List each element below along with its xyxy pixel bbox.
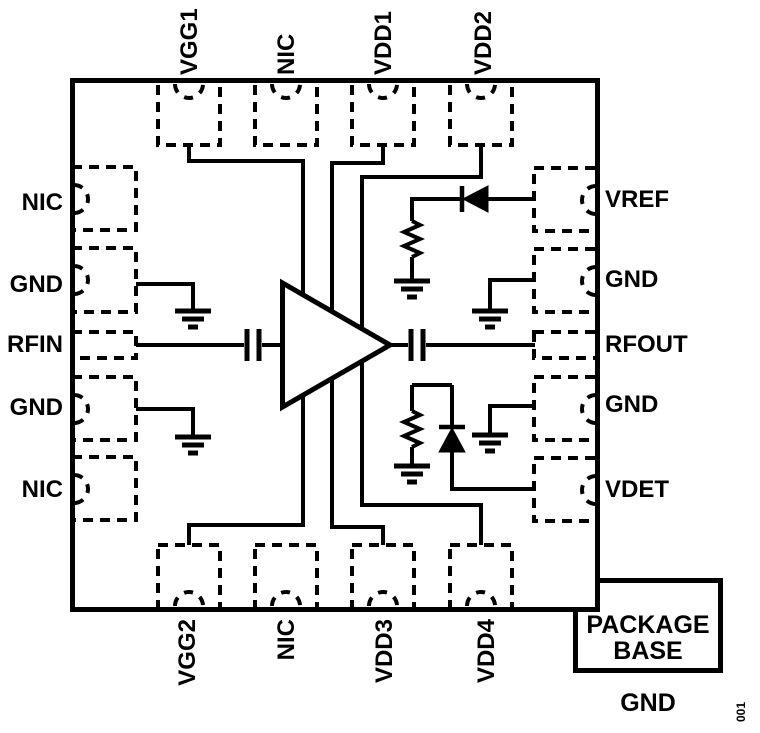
pin-label-vdd3: VDD3 [371,619,398,684]
package-base-gnd-label: GND [620,689,676,717]
pin-label-vdd1: VDD1 [370,10,397,75]
pin-label-nic-left-upper: NIC [21,189,63,216]
pad-left-nic-upper [70,165,138,232]
pad-top-vgg1 [156,79,222,147]
output-capacitor-icon [408,329,426,361]
input-capacitor-icon [244,329,262,361]
ground-icon [472,308,508,330]
pad-bottom-vdd3 [350,543,416,611]
resistor-icon [399,219,425,259]
ground-icon [394,278,430,300]
pad-top-nic [253,79,319,147]
package-base-label: PACKAGE BASE [575,612,721,664]
pad-top-vdd1 [350,79,416,147]
pad-bottom-vdd4 [448,543,514,611]
pin-label-vdd2: VDD2 [470,10,497,75]
pad-right-vdet [532,456,600,523]
pad-left-gnd-lower [70,375,138,442]
package-base-line1: PACKAGE [586,611,710,639]
pad-bottom-vgg2 [156,543,222,611]
pin-label-vref: VREF [605,186,670,213]
pin-label-rfin: RFIN [7,331,63,358]
pin-label-nic-top: NIC [273,33,300,75]
ground-icon [472,432,508,454]
pad-top-vdd2 [448,79,514,147]
bond-pads [70,79,600,611]
right-gnd-circuits [472,278,535,454]
rf-signal-path [136,329,535,361]
pad-right-gnd-lower [532,375,600,442]
left-gnd-circuits [136,282,211,456]
ground-icon [394,463,430,485]
pad-bottom-nic [253,543,319,611]
pin-label-gnd-left-lower: GND [9,394,63,421]
pin-label-gnd-right-upper: GND [605,266,659,293]
pin-label-rfout: RFOUT [605,331,688,358]
pin-label-nic-left-lower: NIC [21,476,63,503]
pin-label-vgg1: VGG1 [176,8,203,75]
amplifier-icon [280,278,396,412]
package-base-line2: BASE [613,637,683,665]
vdet-circuit [394,383,535,491]
resistor-icon [399,409,425,449]
pad-right-rfout [532,330,600,360]
ground-icon [175,434,211,456]
ground-icon [175,308,211,330]
pin-label-gnd-left-upper: GND [9,271,63,298]
figure-number: 001 [734,701,748,722]
pad-left-rfin [70,330,138,360]
pad-right-vref [532,166,600,233]
pad-left-gnd-upper [70,246,138,314]
vref-circuit [394,185,535,300]
pad-left-nic-lower [70,455,138,522]
pin-label-vdd4: VDD4 [473,619,500,684]
pin-label-gnd-right-lower: GND [605,391,659,418]
pin-label-vdet: VDET [605,476,670,503]
pin-label-vgg2: VGG2 [174,619,201,686]
pad-right-gnd-upper [532,247,600,314]
pin-label-nic-bottom: NIC [273,619,300,661]
